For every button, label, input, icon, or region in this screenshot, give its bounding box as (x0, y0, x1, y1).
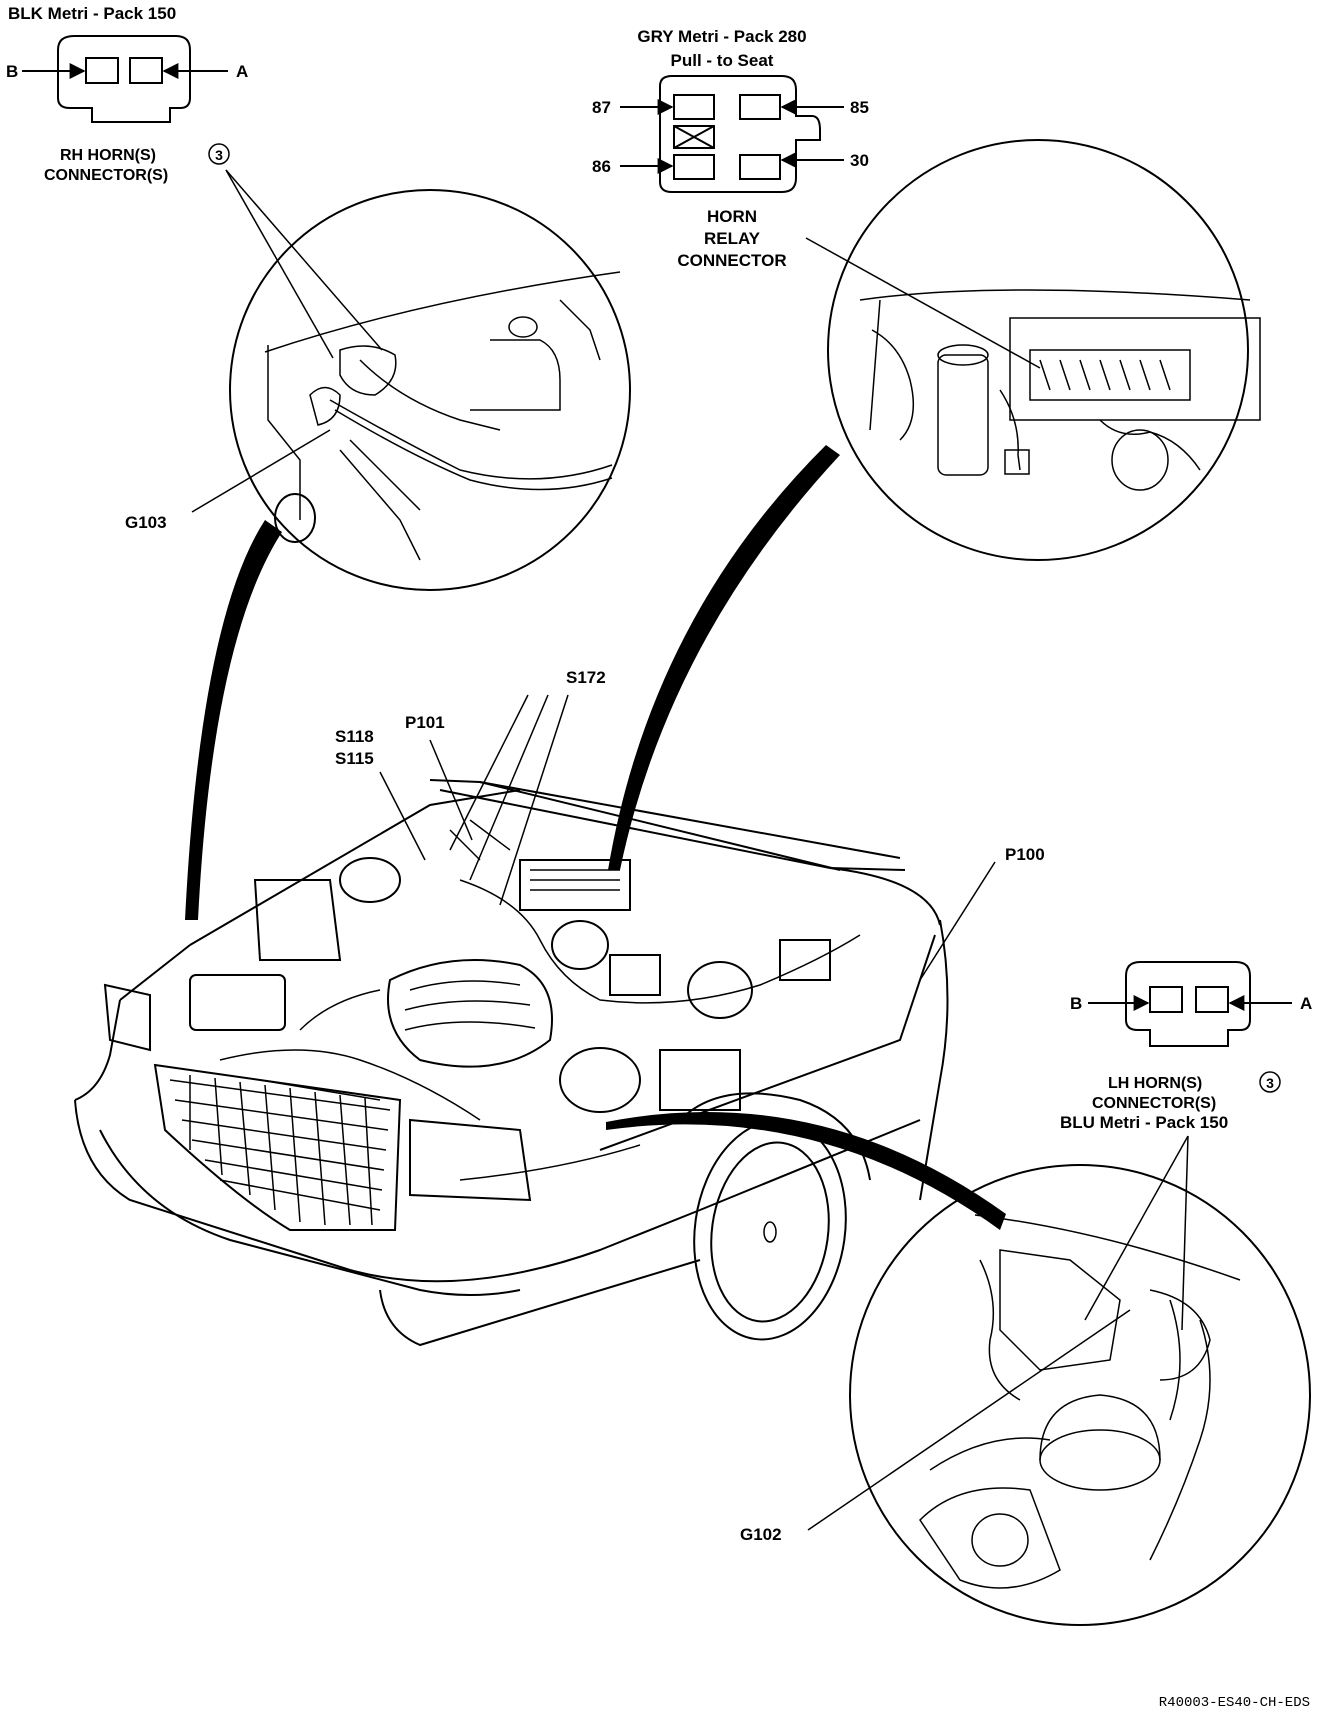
horn-relay-label-line1: HORN (707, 207, 757, 226)
horn-relay-label-line2: RELAY (704, 229, 761, 248)
horn-relay-terminal-86 (673, 154, 715, 180)
horn-relay-pin-85-label: 85 (850, 98, 869, 117)
rh-detail-sweep (185, 520, 282, 920)
horn-relay-connector-body (659, 75, 821, 193)
callout-s172-leader-1 (499, 694, 569, 906)
callout-p100: P100 (1005, 845, 1045, 864)
lh-horn-connector-body (1125, 961, 1251, 1047)
horn-relay-pin-30-label: 30 (850, 151, 869, 170)
horn-relay-cavity-empty (673, 125, 715, 149)
horn-relay-pin-87-label: 87 (592, 98, 611, 117)
lh-horn-leader-2 (1181, 1135, 1189, 1331)
lh-horn-pin-b-label: B (1070, 994, 1082, 1013)
horn-relay-connector-view: GRY Metri - Pack 280 Pull - to Seat 87 8… (592, 27, 1041, 369)
callout-s115: S115 (335, 749, 374, 768)
figure-code: R40003-ES40-CH-EDS (1159, 1695, 1310, 1711)
callout-s172: S172 (566, 668, 606, 687)
rh-horn-leader-2 (225, 169, 383, 351)
rh-horn-note-circle (208, 143, 230, 165)
g103-leader (191, 429, 331, 513)
lh-horn-label-line2: CONNECTOR(S) (1092, 1095, 1216, 1112)
callout-s172-leader-3 (449, 694, 529, 851)
lh-detail-sweep (606, 1111, 1006, 1230)
relay-detail-sweep (608, 445, 840, 870)
horn-relay-leader (805, 237, 1041, 369)
callout-s172-leader-2 (469, 694, 549, 881)
rh-horn-label-line1: RH HORN(S) (60, 147, 156, 164)
callout-p100-leader (919, 861, 996, 981)
rh-horn-leader-1 (225, 169, 334, 359)
vehicle-front-view (74, 779, 949, 1347)
lh-horn-terminal-a (1195, 986, 1229, 1013)
lh-horn-leader-1 (1084, 1135, 1189, 1321)
rh-horn-detail-view (229, 189, 631, 591)
g102-leader (807, 1309, 1131, 1531)
lh-horn-note-circle (1259, 1071, 1281, 1093)
rh-horn-terminal-a (129, 57, 163, 84)
lh-horn-pin-a-label: A (1300, 994, 1312, 1013)
rh-horn-connector-view: BLK Metri - Pack 150 B A RH HORN(S) CONN… (6, 4, 383, 359)
horn-relay-terminal-85 (739, 94, 781, 120)
horn-relay-terminal-87 (673, 94, 715, 120)
lh-horn-connector-view: B A LH HORN(S) CONNECTOR(S) 3 BLU Metri … (1060, 961, 1312, 1331)
g102-label: G102 (740, 1525, 782, 1544)
callout-p101-leader (429, 739, 473, 841)
horn-relay-header-line1: GRY Metri - Pack 280 (637, 27, 806, 46)
rh-horn-note-number: 3 (215, 147, 223, 163)
horn-relay-cavity-x2 (673, 125, 715, 149)
lh-horn-terminal-b (1149, 986, 1183, 1013)
rh-horn-pin-b-label: B (6, 62, 18, 81)
rh-horn-header: BLK Metri - Pack 150 (8, 4, 176, 23)
horn-relay-detail-view (827, 139, 1261, 561)
horn-relay-pin-86-label: 86 (592, 157, 611, 176)
lh-horn-note-number: 3 (1266, 1075, 1274, 1091)
horn-relay-label-line3: CONNECTOR (677, 251, 786, 270)
rh-horn-label-line2: CONNECTOR(S) (44, 167, 168, 184)
rh-horn-terminal-b (85, 57, 119, 84)
g103-label: G103 (125, 513, 167, 532)
horn-relay-terminal-30 (739, 154, 781, 180)
callout-p101: P101 (405, 713, 445, 732)
rh-horn-pin-a-label: A (236, 62, 248, 81)
rh-horn-connector-body (57, 35, 191, 123)
lh-horn-header: BLU Metri - Pack 150 (1060, 1113, 1228, 1132)
lh-horn-label-line1: LH HORN(S) (1108, 1075, 1202, 1092)
lh-horn-detail-view (849, 1164, 1311, 1626)
horn-relay-header-line2: Pull - to Seat (671, 51, 774, 70)
callout-s118: S118 (335, 727, 374, 746)
callout-s118-s115-leader (379, 771, 426, 861)
